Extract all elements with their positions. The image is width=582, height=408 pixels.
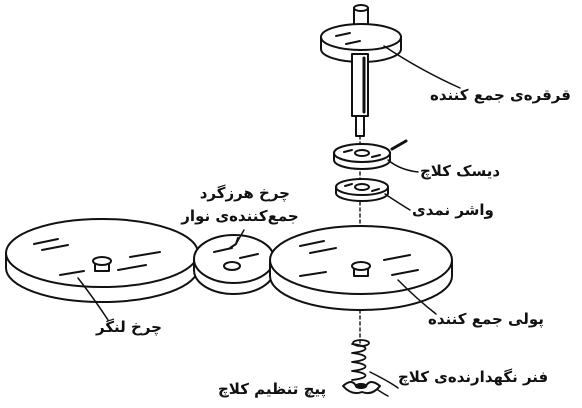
flywheel-label: چرخ لنگر [96,318,162,336]
idler-arrowhead [229,237,239,249]
flywheel [5,218,199,303]
felt-washer [335,178,389,202]
clutch-disk-label: دیسک کلاچ [420,162,501,180]
tape-idler-label-line2: جمع‌کننده‌ی نوار [181,207,299,225]
clutch-spring-label: فنر نگهدارنده‌ی کلاچ [398,368,549,386]
take-up-pulley-label: پولی جمع کننده [428,310,544,328]
leader-lines [77,45,461,397]
take-up-spool [320,4,402,137]
take-up-spool-label: قرقره‌ی جمع کننده [430,86,571,104]
felt-washer-label: واشر نمدی [412,201,494,219]
clutch-screw-label: پیچ تنظیم کلاچ [218,380,327,398]
take-up-pulley [269,225,453,311]
clutch-disk [333,139,408,170]
tape-idler-label-line1: چرخ هرزگرد [199,184,290,202]
clutch-adjust-screw [342,381,381,395]
clutch-spring [351,339,370,381]
tape-idler-wheel [193,234,275,295]
